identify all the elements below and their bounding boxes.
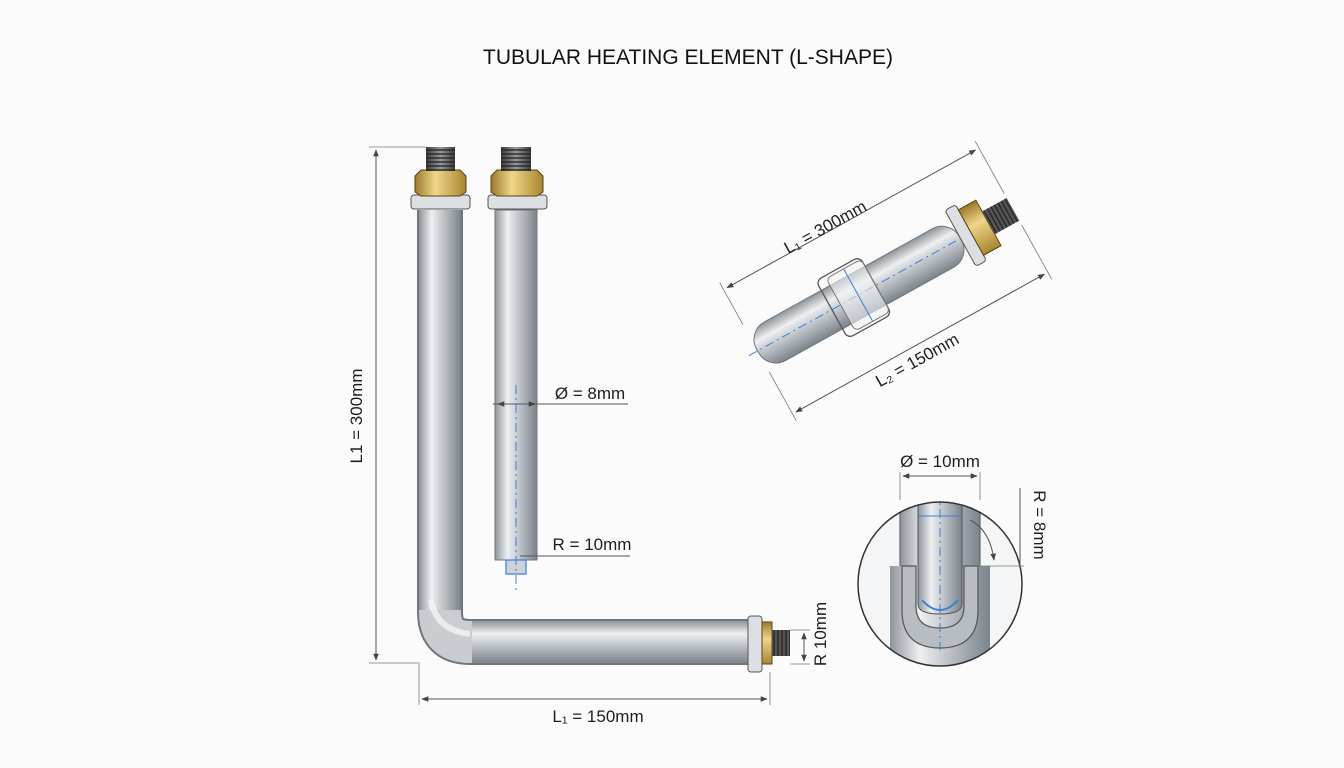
horizontal-tube — [472, 621, 752, 663]
thread-terminal — [426, 147, 455, 171]
right-thread-terminal — [772, 630, 790, 656]
hex-nut — [414, 169, 467, 197]
label-main-length: L1 = 300mm — [347, 369, 366, 464]
l-shaped-element — [410, 147, 790, 673]
detail-view — [857, 472, 1024, 667]
vertical-tube — [419, 210, 461, 610]
label-iso-length1: L₁ = 300mm — [781, 197, 870, 258]
label-end-radius: R 10mm — [811, 602, 830, 666]
top-flange — [410, 194, 471, 210]
page-title: TUBULAR HEATING ELEMENT (L-SHAPE) — [483, 46, 893, 69]
right-flange — [747, 615, 763, 673]
label-straight-radius: R = 10mm — [553, 535, 632, 554]
dimensions-main — [369, 146, 810, 705]
isometric-view — [719, 140, 1053, 422]
label-detail-radius: R = 8mm — [1030, 490, 1049, 559]
label-main-width: L₁ = 150mm — [552, 707, 643, 726]
straight-element — [487, 147, 548, 590]
label-iso-length2: L₂ = 150mm — [872, 330, 962, 391]
label-detail-diameter: Ø = 10mm — [900, 452, 980, 471]
label-straight-diameter: Ø = 8mm — [555, 384, 625, 403]
